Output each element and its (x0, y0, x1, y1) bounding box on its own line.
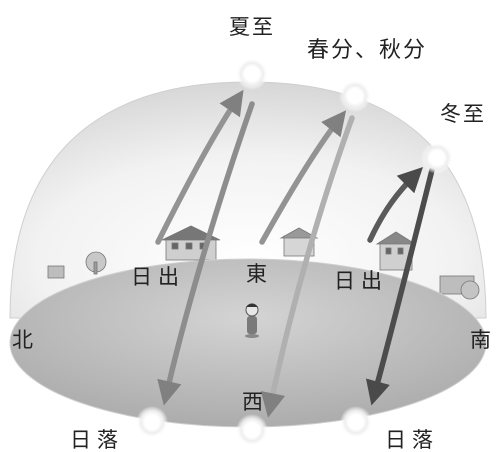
sunset-right-label: 日落 (385, 428, 439, 452)
summer-rising-arrow (155, 89, 244, 245)
equinox-label: 春分、秋分 (307, 38, 428, 63)
winter-solstice-label: 冬至 (440, 102, 486, 126)
sun-sunset-left (136, 406, 168, 438)
equinox-setting-arrow (260, 115, 355, 418)
winter-rising-arrow (367, 166, 423, 243)
summer-setting-arrow (157, 101, 255, 406)
south-label: 南 (470, 328, 493, 352)
sun-summer-noon (236, 58, 268, 90)
sun-equinox-noon (339, 80, 371, 112)
west-label: 西 (242, 390, 265, 414)
sun-winter-noon (421, 142, 453, 174)
summer-solstice-label: 夏至 (229, 15, 275, 39)
sun-sunset-middle (236, 414, 268, 446)
equinox-rising-arrow (259, 110, 347, 245)
sunrise-left-label: 日出 (131, 265, 185, 289)
sunrise-right-label: 日出 (334, 269, 388, 293)
north-label: 北 (12, 328, 35, 352)
winter-setting-arrow (365, 167, 435, 406)
sun-sunset-right (340, 406, 372, 438)
east-label: 東 (246, 262, 269, 286)
sunset-left-label: 日落 (70, 428, 124, 452)
observer-figure (245, 303, 259, 338)
